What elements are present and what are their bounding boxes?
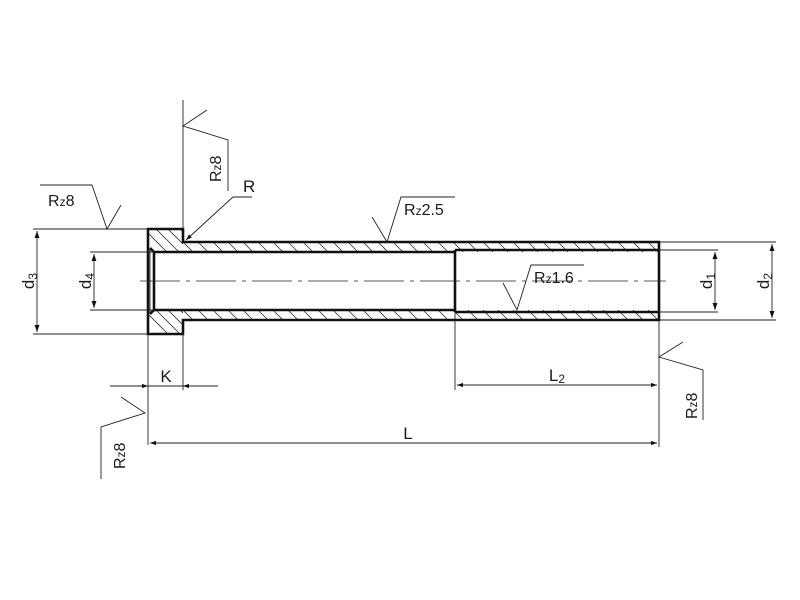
- label-L2: L2: [549, 366, 565, 386]
- finish-symbol-shoulder: [181, 109, 229, 191]
- finish-symbol-left-end: [100, 396, 147, 479]
- part-outline: [140, 227, 666, 336]
- finish-label-outer-diameter: Rz2.5: [404, 202, 444, 219]
- label-R: R: [243, 177, 255, 196]
- dimension-lines: [34, 196, 775, 446]
- section-hatching: [148, 229, 659, 334]
- finish-label-shoulder: Rz8: [208, 155, 225, 182]
- surface-finish-symbols: [40, 109, 704, 479]
- finish-label-left-end: Rz8: [112, 442, 129, 469]
- extension-lines: [33, 100, 776, 447]
- label-d2: d2: [754, 273, 775, 289]
- finish-label-flange-outer: Rz8: [48, 193, 75, 210]
- label-K: K: [160, 367, 172, 386]
- finish-symbol-outer-diameter: [371, 196, 455, 244]
- finish-symbol-bore-d1: [502, 264, 584, 312]
- label-d4: d4: [76, 273, 97, 289]
- finish-symbol-flange-outer: [40, 184, 122, 231]
- outer-contour: [146, 227, 661, 336]
- label-L: L: [403, 424, 412, 443]
- finish-symbol-right-end: [657, 341, 704, 420]
- finish-label-bore-d1: Rz1.6: [534, 270, 574, 287]
- finish-label-right-end: Rz8: [684, 392, 701, 419]
- label-d1: d1: [697, 273, 718, 289]
- labels: d3 d4 d1 d2 K L2 L R Rz8 Rz8 Rz2.5 Rz1.6…: [19, 155, 775, 469]
- label-d3: d3: [19, 273, 40, 289]
- radius-leader: [185, 196, 252, 241]
